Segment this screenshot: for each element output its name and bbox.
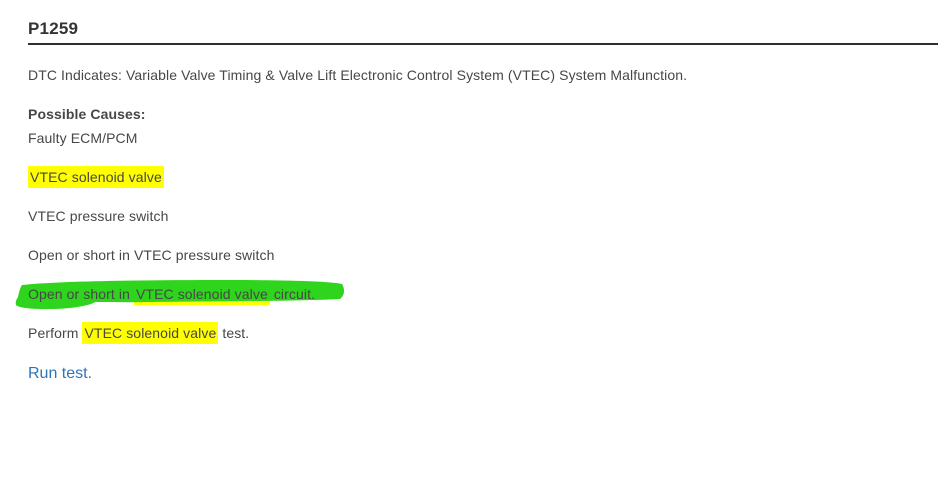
page-title: P1259	[28, 20, 938, 45]
annotated-text: Open or short in VTEC solenoid valve cir…	[28, 286, 316, 302]
dtc-description: DTC Indicates: Variable Valve Timing & V…	[28, 67, 688, 83]
cause-open-short-solenoid-circuit: Open or short in VTEC solenoid valve cir…	[15, 280, 938, 310]
cause-faulty-ecm-pcm: Faulty ECM/PCM	[28, 130, 138, 146]
yellow-highlight: VTEC solenoid valve	[28, 166, 164, 188]
possible-causes-heading: Possible Causes:	[28, 106, 146, 122]
run-test-link[interactable]: Run test.	[28, 365, 93, 382]
perform-test-instruction: Perform VTEC solenoid valve test.	[28, 322, 938, 344]
cause-open-short-pressure-switch: Open or short in VTEC pressure switch	[28, 247, 275, 263]
yellow-highlight: VTEC solenoid valve	[82, 322, 219, 344]
cause-vtec-pressure-switch: VTEC pressure switch	[28, 208, 169, 224]
cause-vtec-solenoid-valve: VTEC solenoid valve	[28, 166, 938, 188]
